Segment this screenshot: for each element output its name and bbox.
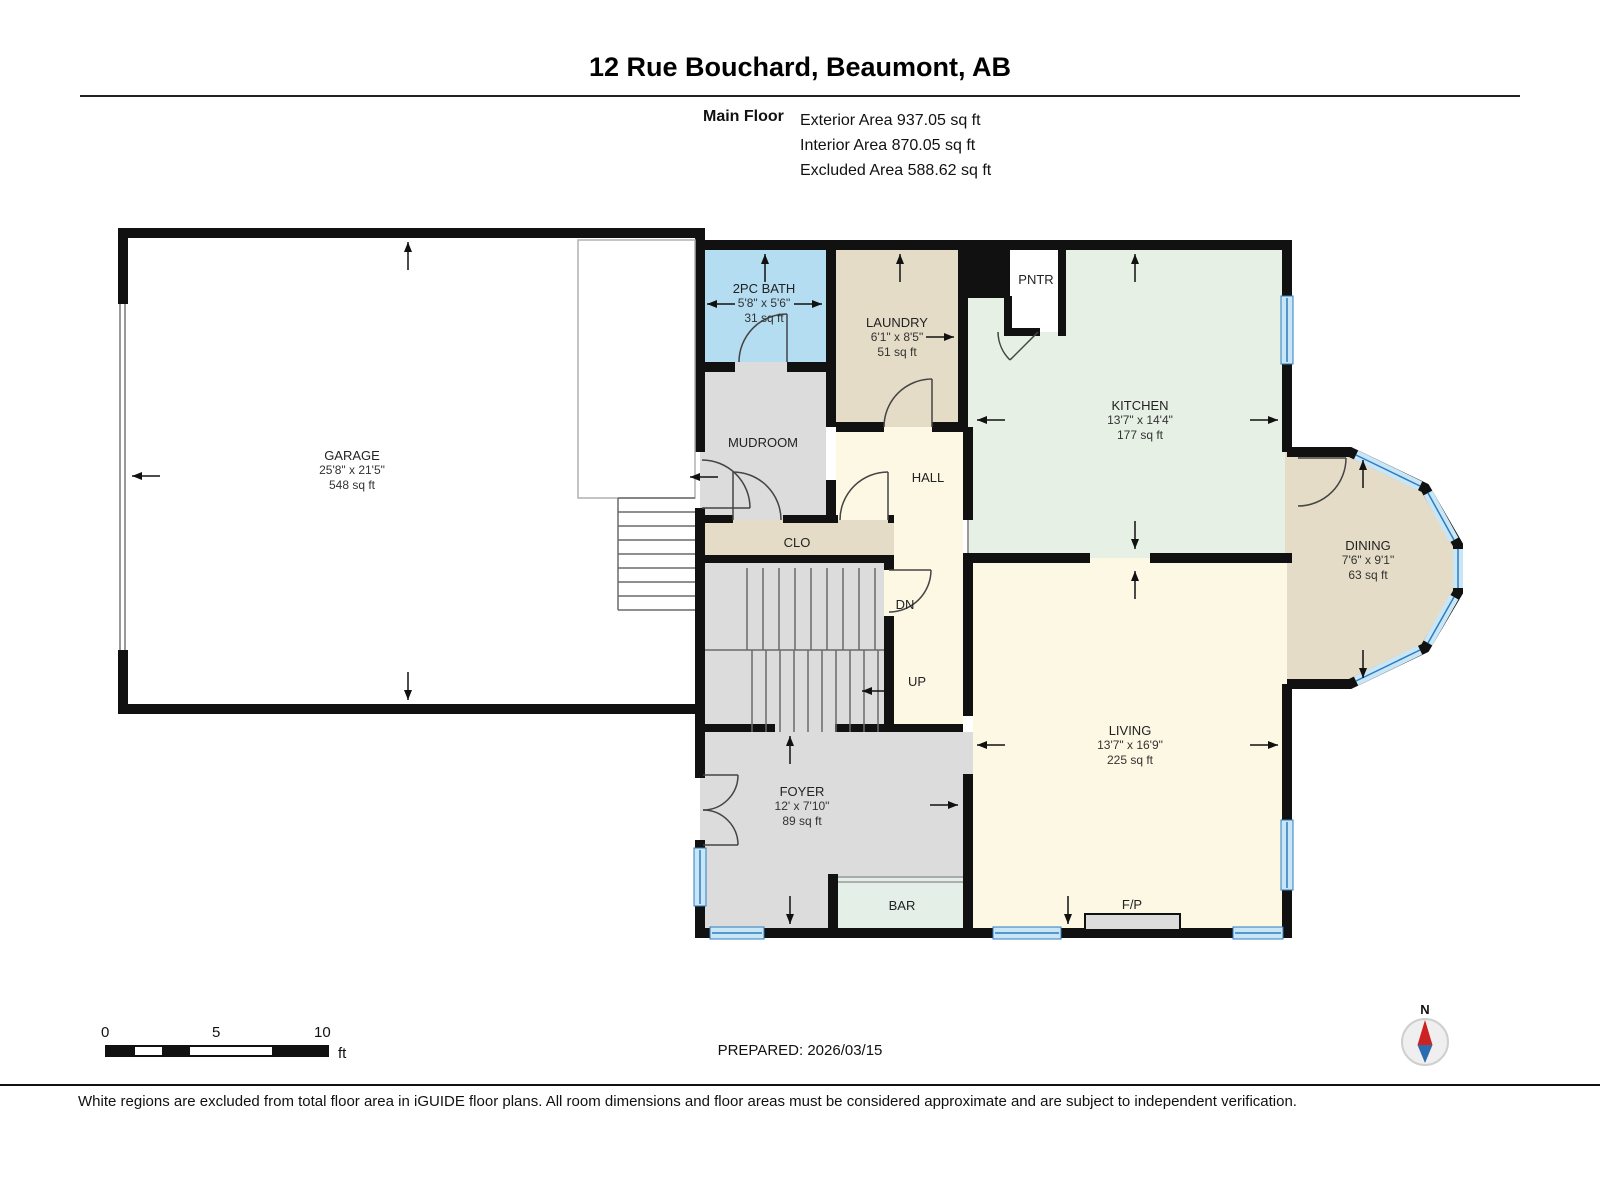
mudroom-floor [700,362,826,520]
scale-tick-5: 5 [212,1024,221,1041]
closet-door-right [839,471,889,521]
laundry-door [883,378,933,428]
scale-segment [134,1047,162,1055]
front-door-lower [702,809,739,846]
scale-unit: ft [338,1045,347,1062]
void-block [963,240,1010,298]
scale-segment [217,1047,272,1055]
room-dims: 6'1" x 8'5" [870,330,924,344]
garage-stairs [617,497,695,611]
pantry-door [997,331,1011,361]
room-name: 2PC BATH [732,281,796,296]
pantry-floor [1010,245,1062,332]
scale-tick-10: 10 [314,1024,331,1041]
room-area: 548 sq ft [328,478,376,492]
fireplace-hearth [1084,913,1181,931]
hall-label: HALL [911,470,945,485]
scale-segment [162,1047,190,1055]
stairs-up-label: UP [907,674,927,689]
doors [701,313,1347,846]
bath-label: 2PC BATH 5'8" x 5'6" 31 sq ft [694,281,834,326]
room-name: DINING [1345,538,1391,553]
room-dims: 5'8" x 5'6" [737,296,791,310]
measure-arrows [132,242,1367,924]
pantry-label: PNTR [1018,272,1054,287]
scale-bar-segments [105,1045,329,1057]
scale-segment [272,1047,327,1055]
living-label: LIVING 13'7" x 16'9" 225 sq ft [1050,723,1210,768]
compass-icon [1401,1018,1449,1066]
room-dims: 25'8" x 21'5" [319,463,385,477]
room-name: FOYER [779,784,825,799]
garage-floor [123,233,700,709]
room-name: LIVING [1108,723,1152,738]
room-area: 51 sq ft [877,345,917,359]
dining-label: DINING 7'6" x 9'1" 63 sq ft [1298,538,1438,583]
garage-entry-door [701,459,751,509]
room-name: KITCHEN [1111,398,1169,413]
scale-bar: 0 5 10 ft [101,1024,385,1066]
interior-area: Interior Area 870.05 sq ft [800,137,976,154]
room-area: 63 sq ft [1348,568,1388,582]
stairs [617,497,893,732]
scale-tick-0: 0 [101,1024,110,1041]
bar-label: BAR [888,898,916,913]
kitchen-label: KITCHEN 13'7" x 14'4" 177 sq ft [1060,398,1220,443]
room-dims: 13'7" x 16'9" [1097,738,1163,752]
stairs-floor [700,563,884,732]
disclaimer-text: White regions are excluded from total fl… [78,1093,1297,1110]
basement-door [888,569,932,613]
prepared-date: PREPARED: 2026/03/15 [717,1042,883,1059]
dining-door [1297,457,1347,507]
compass-north-label: N [1420,1002,1430,1017]
laundry-floor [836,245,958,427]
closet-door-left [732,471,782,521]
page-title: 12 Rue Bouchard, Beaumont, AB [588,52,1012,82]
front-door-upper [702,774,739,811]
room-name: GARAGE [324,448,380,463]
room-area: 225 sq ft [1106,753,1154,767]
room-area: 89 sq ft [782,814,822,828]
room-dims: 13'7" x 14'4" [1107,413,1173,427]
scale-segment [189,1047,217,1055]
scale-segment [107,1047,135,1055]
room-fills [123,233,1458,928]
footer-divider [0,1084,1600,1086]
mudroom-label: MUDROOM [727,435,799,450]
header-divider [80,95,1520,97]
floor-label: Main Floor [703,108,784,125]
laundry-label: LAUNDRY 6'1" x 8'5" 51 sq ft [827,315,967,360]
room-dims: 7'6" x 9'1" [1341,553,1395,567]
bar-floor [838,878,968,928]
garage-label: GARAGE 25'8" x 21'5" 548 sq ft [252,448,452,493]
hall-kitchen-divider [967,520,969,553]
garage-door-line [119,304,121,650]
excluded-area: Excluded Area 588.62 sq ft [800,162,992,179]
bar-counter [838,876,963,883]
living-floor [973,558,1287,928]
room-dims: 12' x 7'10" [774,799,830,813]
closet-label: CLO [783,535,811,550]
room-area: 31 sq ft [744,311,784,325]
foyer-label: FOYER 12' x 7'10" 89 sq ft [722,784,882,829]
stairs-upper-flight [746,568,876,650]
room-name: LAUNDRY [866,315,928,330]
dining-floor [1285,452,1458,684]
exterior-area: Exterior Area 937.05 sq ft [800,112,981,129]
room-area: 177 sq ft [1116,428,1164,442]
bath-door [738,313,788,363]
fireplace-label: F/P [1121,897,1143,912]
area-summary: Exterior Area 937.05 sq ft Interior Area… [800,108,991,183]
stairs-down-label: DN [895,597,915,612]
